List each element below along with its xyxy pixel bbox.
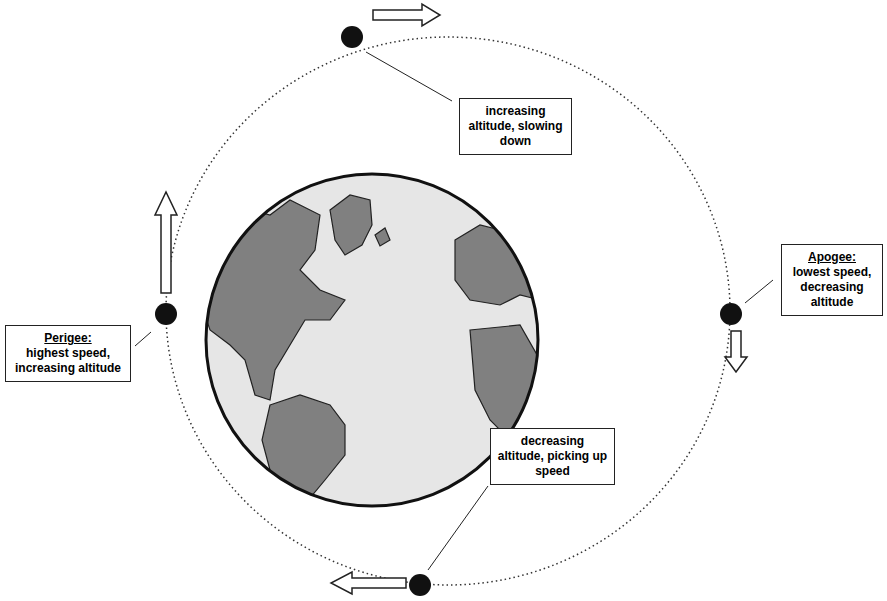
callout-text: increasing altitude, slowing down [466, 104, 565, 149]
callout-text: decreasing altitude, picking up speed [497, 434, 608, 479]
callout-box: Apogee:lowest speed, decreasing altitude [781, 244, 883, 316]
velocity-arrows [155, 4, 747, 594]
callout-box: increasing altitude, slowing down [459, 98, 572, 155]
leader-lines [135, 52, 773, 570]
satellites [155, 26, 742, 596]
callout-text: lowest speed, decreasing altitude [788, 265, 876, 310]
earth [200, 174, 540, 510]
orbit-path [166, 37, 730, 585]
callout-box: decreasing altitude, picking up speed [490, 428, 615, 485]
callout-box: Perigee:highest speed, increasing altitu… [5, 325, 131, 382]
callout-text: highest speed, increasing altitude [12, 346, 124, 376]
point-name: Perigee: [12, 331, 124, 346]
point-name: Apogee: [788, 250, 876, 265]
